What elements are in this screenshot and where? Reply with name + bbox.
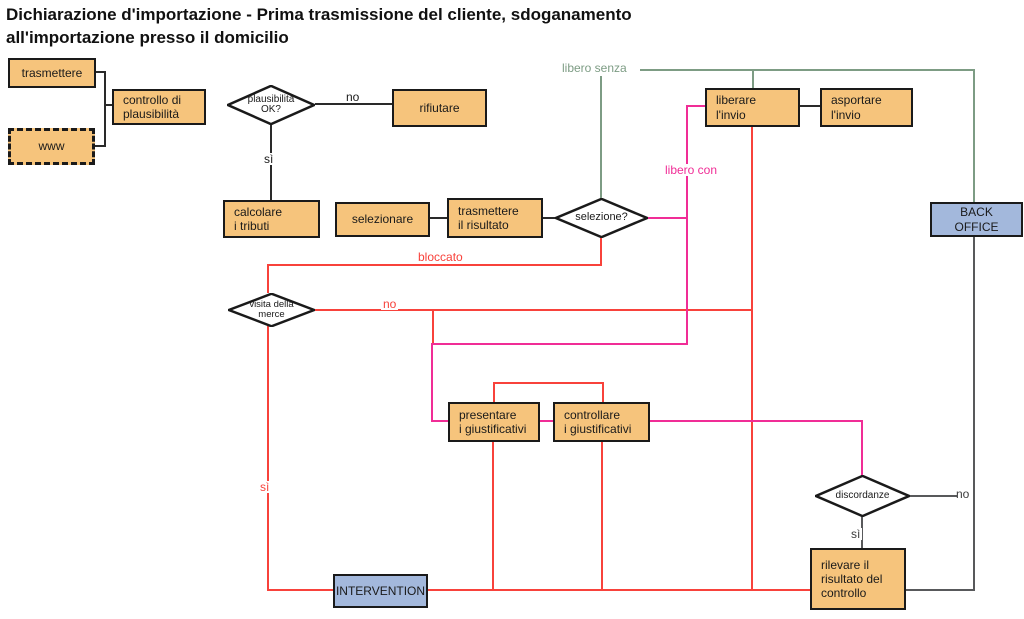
edge-label-si-visita: sì <box>258 480 272 494</box>
connector-segment <box>540 420 553 422</box>
connector-segment <box>686 105 688 345</box>
connector-segment <box>602 382 604 403</box>
node-back-office: BACK OFFICE <box>930 202 1023 237</box>
connector-segment <box>601 442 603 590</box>
connector-segment <box>267 589 810 591</box>
edge-label-no-plausibilita: no <box>346 90 360 104</box>
node-rilevare-risultato: rilevare il risultato del controllo <box>810 548 906 610</box>
connector-segment <box>432 309 434 345</box>
connector-segment <box>640 69 975 71</box>
connector-segment <box>492 442 494 590</box>
connector-segment <box>267 326 269 591</box>
connector-segment <box>104 104 113 106</box>
connector-segment <box>973 237 975 591</box>
connector-segment <box>686 105 705 107</box>
connector-segment <box>430 217 447 219</box>
decision-label: visita della merce <box>249 299 294 320</box>
connector-segment <box>431 343 433 422</box>
connector-segment <box>600 76 602 198</box>
connector-segment <box>646 217 687 219</box>
node-trasmettere-il-risultato: trasmettere il risultato <box>447 198 543 238</box>
node-calcolare-i-tributi: calcolare i tributi <box>223 200 320 238</box>
connector-segment <box>431 420 448 422</box>
edge-label-libero-senza: libero senza <box>562 61 627 75</box>
decision-label: discordanze <box>835 489 890 501</box>
decision-label: plausibilità OK? <box>247 93 295 115</box>
connector-segment <box>267 264 269 293</box>
connector-segment <box>493 382 495 403</box>
node-rifiutare: rifiutare <box>392 89 487 127</box>
node-intervention: INTERVENTION <box>333 574 428 608</box>
decision-visita-della-merce: visita della merce <box>228 293 315 327</box>
node-asportare-invio: asportare l'invio <box>820 88 913 127</box>
node-controllo-di-plausibilita: controllo di plausibilità <box>112 89 206 125</box>
edge-label-si-discordanze: sì <box>849 527 863 541</box>
connector-segment <box>267 264 602 266</box>
connector-segment <box>910 495 957 497</box>
connector-segment <box>431 343 688 345</box>
connector-segment <box>751 127 753 591</box>
diamond-shape-icon <box>227 85 315 125</box>
node-controllare-giustificativi: controllare i giustificativi <box>553 402 650 442</box>
edge-label-no-discordanze: no <box>956 487 970 501</box>
edge-label-bloccato: bloccato <box>416 250 465 264</box>
connector-segment <box>543 217 556 219</box>
connector-segment <box>96 71 106 73</box>
connector-segment <box>973 69 975 203</box>
connector-segment <box>650 420 863 422</box>
connector-segment <box>800 105 820 107</box>
connector-segment <box>315 309 753 311</box>
decision-discordanze: discordanze <box>815 475 910 517</box>
connector-segment <box>906 589 975 591</box>
node-liberare-invio: liberare l'invio <box>705 88 800 127</box>
connector-segment <box>315 103 392 105</box>
connector-segment <box>600 238 602 266</box>
decision-plausibilita-ok: plausibilità OK? <box>227 85 315 125</box>
connector-segment <box>95 145 106 147</box>
connector-segment <box>493 382 604 384</box>
node-www: www <box>8 128 95 165</box>
diagram-title: Dichiarazione d'importazione - Prima tra… <box>6 5 632 47</box>
node-trasmettere: trasmettere <box>8 58 96 88</box>
decision-selezione: selezione? <box>555 198 648 238</box>
node-presentare-giustificativi: presentare i giustificativi <box>448 402 540 442</box>
edge-label-no-visita: no <box>381 297 399 311</box>
decision-label: selezione? <box>575 211 628 224</box>
diamond-shape-icon <box>555 198 648 238</box>
diamond-shape-icon <box>228 293 315 327</box>
connector-segment <box>752 69 754 89</box>
connector-segment <box>104 71 106 147</box>
edge-label-si-plausibilita: sì <box>262 152 276 166</box>
edge-label-libero-con: libero con <box>663 163 720 177</box>
diamond-shape-icon <box>815 475 910 517</box>
node-selezionare: selezionare <box>335 202 430 237</box>
connector-segment <box>861 420 863 476</box>
